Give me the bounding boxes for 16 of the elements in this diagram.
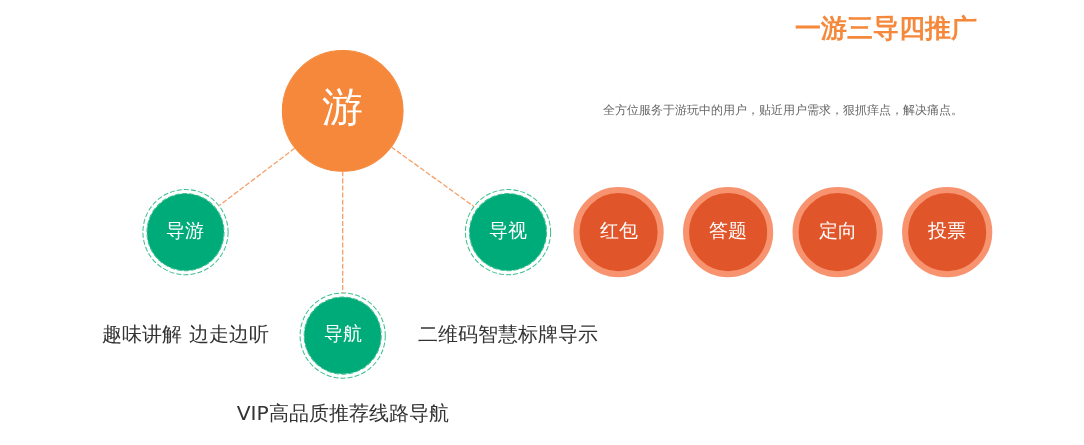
connector <box>218 147 295 206</box>
node-circle: 投票 <box>901 186 992 277</box>
connector <box>390 145 474 207</box>
node-label: 二维码智慧标牌导示 <box>417 321 598 346</box>
diagram-title: 一游三导四推广 <box>794 12 977 43</box>
connector <box>341 170 343 294</box>
node-label: 趣味讲解 边走边听 <box>101 321 269 346</box>
node-label: VIP高品质推荐线路导航 <box>236 400 449 425</box>
node-circle: 定向 <box>792 186 883 277</box>
node-circle: 游 <box>281 49 404 172</box>
node-circle: 导航 <box>299 291 386 379</box>
node-circle: 红包 <box>572 186 664 277</box>
node-circle: 答题 <box>682 186 773 277</box>
node-circle: 导游 <box>141 188 229 275</box>
label: 全方位服务于游玩中的用户，贴近用户需求，狠抓痒点，解决痛点。 <box>602 102 963 117</box>
node-circle: 导视 <box>464 188 551 275</box>
